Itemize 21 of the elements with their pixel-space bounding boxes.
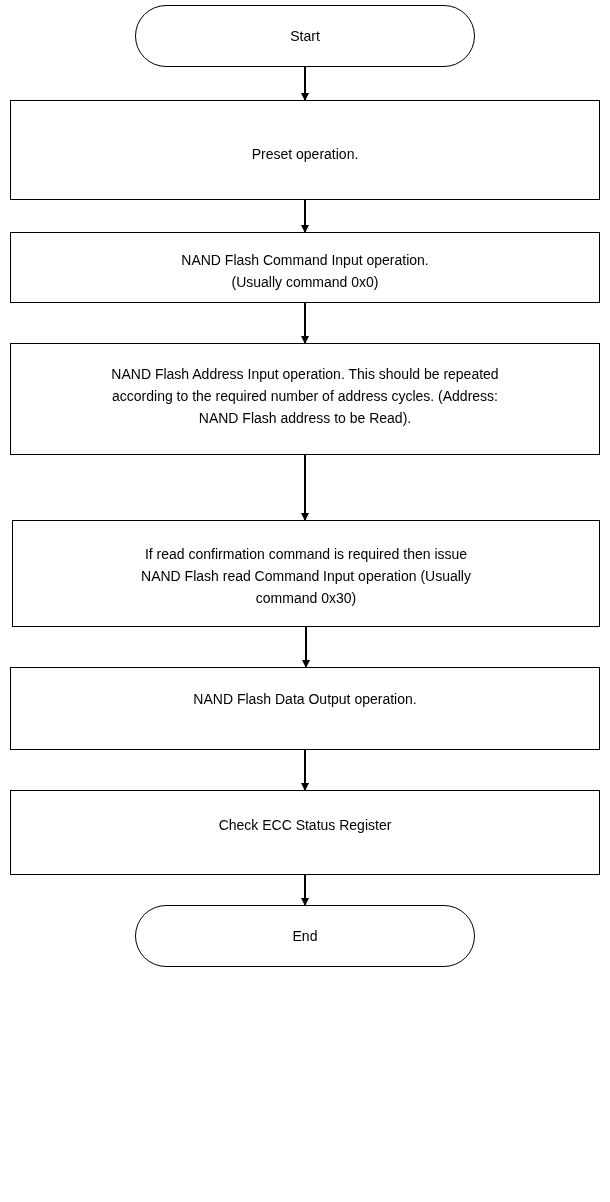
process-box [10,667,600,750]
process-box [10,232,600,303]
step-text: NAND Flash Address Input operation. This should be repeated according to the required number of address cycles. (Address: NAND Flash address to be Read). [110,365,500,428]
process-box [12,520,600,627]
arrow [302,626,310,668]
step-text: Check ECC Status Register [217,816,393,835]
arrow [301,199,309,233]
arrow [301,874,309,906]
process-box [10,100,600,200]
arrow [301,454,309,521]
process-box [10,790,600,875]
arrow [301,749,309,791]
step-text: NAND Flash Data Output operation. [192,690,418,709]
step-text: Start [289,27,321,46]
step-text: End [291,927,319,946]
step-text: Preset operation. [250,145,360,164]
arrow [301,302,309,344]
step-text: If read confirmation command is required then issue NAND Flash read Command Input operation (Usually command 0x30) [140,545,472,608]
arrow [301,66,309,101]
step-text: NAND Flash Command Input operation. (Usually command 0x0) [180,251,430,292]
process-box [10,343,600,455]
